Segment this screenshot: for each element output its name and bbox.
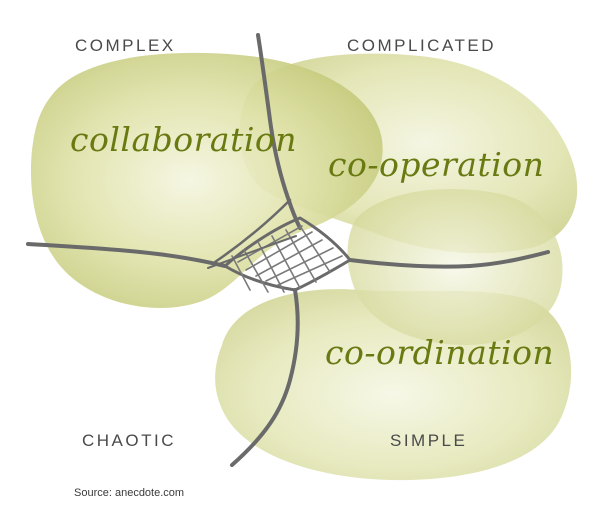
domain-boundaries: [26, 33, 550, 467]
source-credit: Source: anecdote.com: [74, 487, 185, 499]
collaboration-region: [30, 52, 383, 309]
centre-hatching: [231, 225, 343, 293]
region-label-collaboration: collaboration: [70, 120, 298, 159]
boundary-top: [256, 33, 302, 230]
quadrant-label-chaotic: CHAOTIC: [82, 431, 176, 450]
quadrant-label-complicated: COMPLICATED: [347, 36, 497, 55]
boundary-right: [348, 250, 550, 269]
centre-outline: [223, 216, 352, 292]
region-label-coordination: co-ordination: [325, 333, 555, 372]
boundary-left: [26, 242, 227, 268]
centre-branch-a: [213, 198, 292, 264]
quadrant-label-simple: SIMPLE: [390, 431, 468, 450]
centre-branch-b: [207, 235, 297, 269]
boundary-bottom: [230, 288, 300, 467]
region-label-cooperation: co-operation: [328, 145, 545, 184]
quadrant-label-complex: COMPLEX: [75, 36, 176, 55]
